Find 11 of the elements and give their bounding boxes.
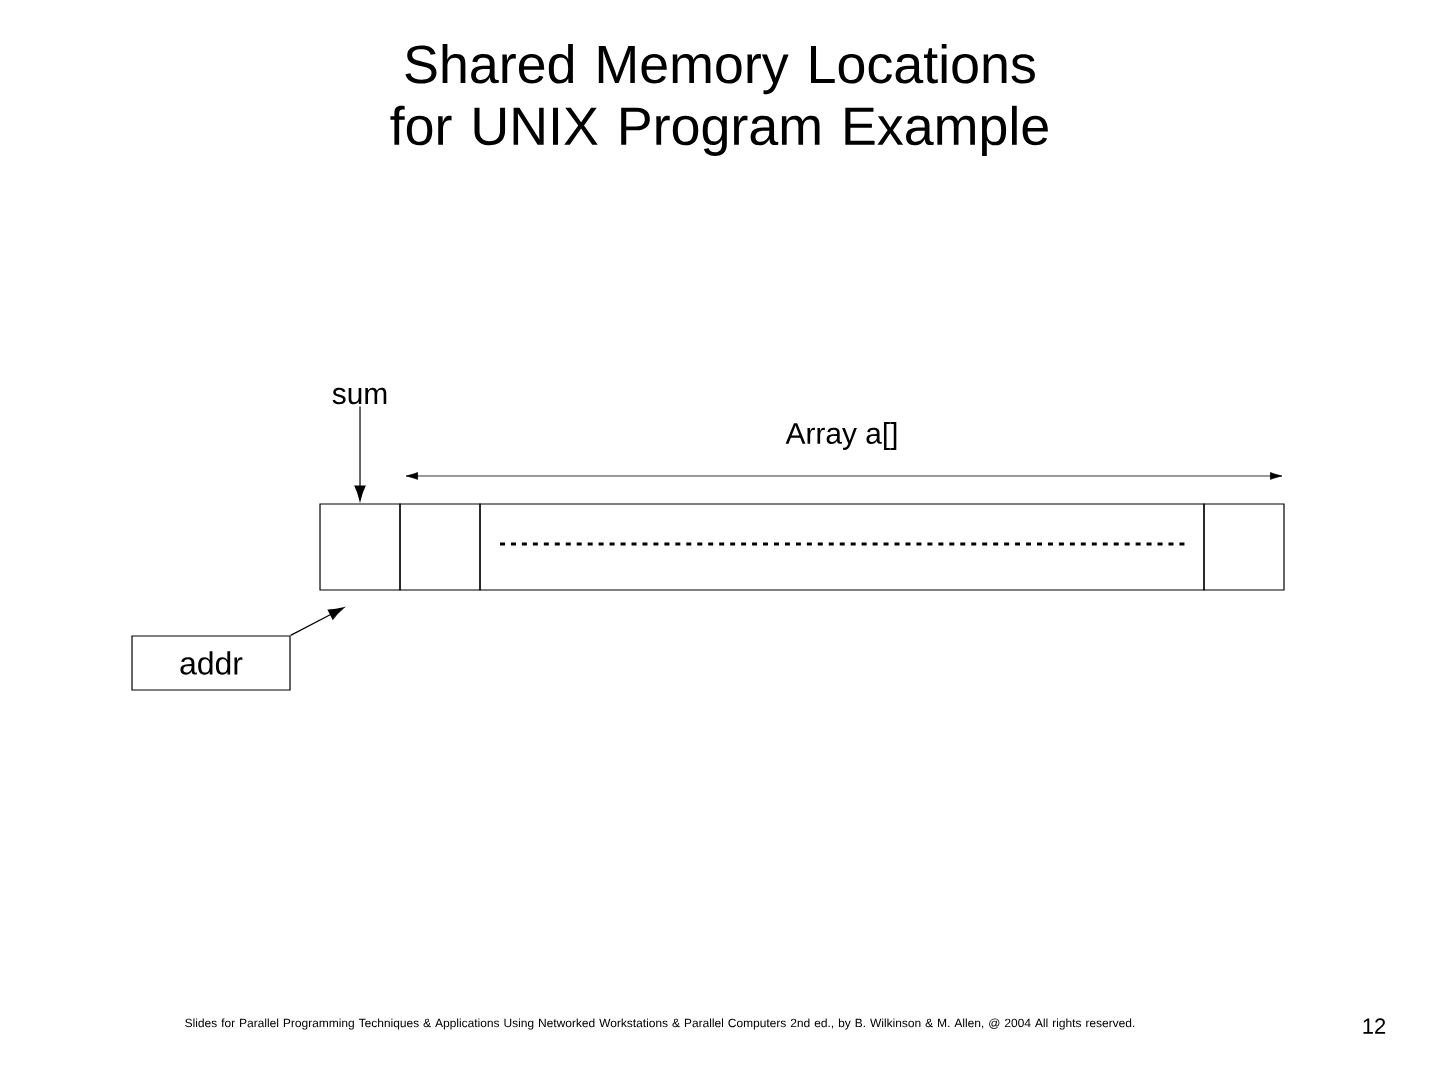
arrow	[354, 405, 366, 502]
memory-cell	[1203, 503, 1285, 591]
title: Shared Memory Locations for UNIX Program Example	[390, 44, 1048, 156]
memory-cell	[319, 503, 401, 591]
memory-cell	[399, 503, 481, 591]
arrow	[290, 607, 345, 636]
memory-cell	[479, 503, 1205, 591]
variable-label: sum	[332, 387, 387, 405]
page-number: 12	[1363, 1018, 1386, 1034]
pointer-box: addr	[131, 635, 291, 691]
span-label: Array a[]	[785, 422, 897, 450]
